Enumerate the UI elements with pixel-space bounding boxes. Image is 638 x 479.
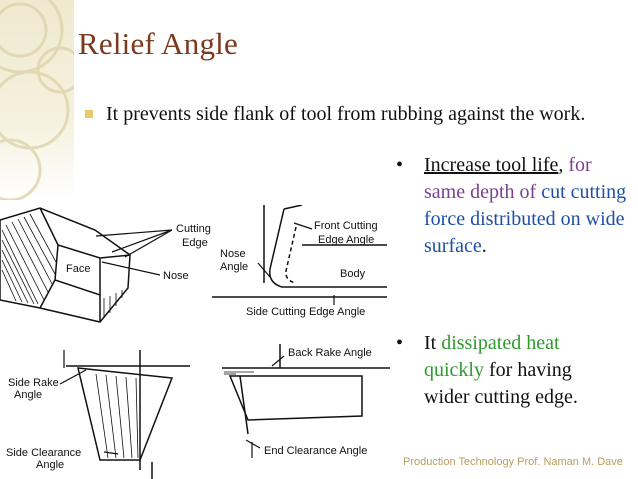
label-edge-angle: Edge Angle (318, 234, 374, 246)
label-side-clearance-angle: Angle (36, 459, 64, 471)
label-side-cutting-edge-angle: Side Cutting Edge Angle (246, 306, 365, 318)
slide-title: Relief Angle (78, 26, 238, 61)
label-side-rake-angle: Angle (14, 389, 42, 401)
bullet-dot: • (396, 154, 404, 176)
tool-front-view-diagram: Back Rake Angle End Clearance Angle (222, 344, 390, 458)
point-heat-text: It dissipated heat quickly for having wi… (424, 330, 594, 411)
same-depth-phrase: for same depth of (424, 154, 592, 203)
tool-life-phrase: Increase tool life (424, 154, 559, 176)
label-face: Face (66, 263, 90, 275)
label-body: Body (340, 268, 366, 280)
label-nose-angle-2: Angle (220, 261, 248, 273)
label-front-cutting: Front Cutting (314, 220, 378, 232)
it-word: It (424, 332, 442, 354)
label-nose-angle-1: Nose (220, 248, 246, 260)
bullet-dot: • (396, 332, 404, 354)
slide-footer: Production Technology Prof. Naman M. Dav… (403, 456, 623, 468)
dissipated-heat-phrase: dissipated heat (441, 332, 560, 354)
decorative-side-band (0, 0, 74, 200)
comma: , (558, 154, 564, 176)
tool-top-view-diagram: Front Cutting Edge Angle Nose Angle Body… (212, 205, 387, 318)
quickly-word: quickly (424, 359, 484, 381)
wider-edge-phrase: for having wider cutting edge. (424, 359, 578, 408)
label-cutting: Cutting (176, 223, 211, 235)
period: . (481, 235, 487, 257)
main-bullet-text: It prevents side flank of tool from rubb… (106, 103, 586, 125)
cutting-force-phrase: cut cutting force distributed on wide su… (424, 181, 627, 257)
tool-side-view-diagram: Side Rake Angle Side Clearance Angle (6, 350, 190, 479)
bullet-diamond-icon (85, 110, 93, 118)
label-end-clearance-angle: End Clearance Angle (264, 445, 367, 457)
tool-3d-diagram: Cutting Edge Face Nose (0, 207, 211, 323)
point-tool-life-text: Increase tool life, for same depth of cu… (424, 152, 634, 260)
label-edge: Edge (182, 237, 208, 249)
label-side-rake: Side Rake (8, 377, 59, 389)
label-side-clearance: Side Clearance (6, 447, 81, 459)
label-back-rake-angle: Back Rake Angle (288, 347, 372, 359)
label-nose: Nose (163, 270, 189, 282)
